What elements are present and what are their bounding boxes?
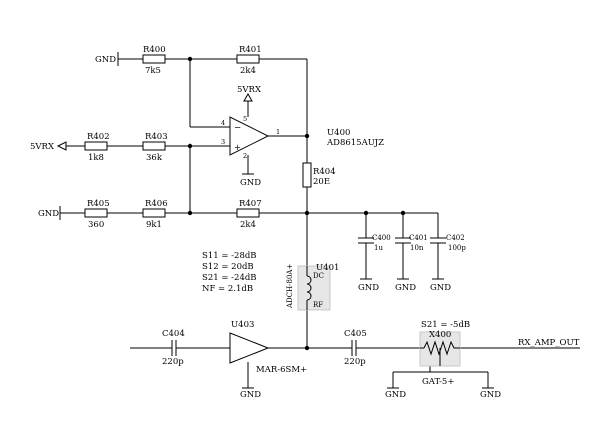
opamp-plus-sign: + [234,143,241,153]
resistor-r406: R406 9k1 [142,199,168,230]
gnd-symbol-c400: GND [358,278,379,293]
gnd-symbol-att-right: GND [480,387,501,400]
gnd-symbol-opamp-label: GND [240,178,261,188]
inductor-coil-icon [306,275,312,301]
attenuator-x400: S21 = -5dB X400 GAT-5+ [419,320,470,387]
capacitor-c402: C402 100p [430,234,466,252]
resistor-r401-ref: R401 [239,45,262,55]
amp-spec-block: S11 = -28dB S12 = 20dB S21 = -24dB NF = … [202,251,257,294]
resistor-r401: R401 2k4 [236,45,262,76]
resistor-r403-value: 36k [146,153,163,163]
resistor-r406-ref: R406 [145,199,168,209]
choke-u401: DC RF U401 ADCH-80A+ [286,263,339,311]
vcc-input-arrow-icon [56,141,67,151]
resistor-r405: R405 360 [84,199,110,230]
opamp-pin-1: 1 [276,128,280,136]
gnd-symbol-att-left-label: GND [385,390,406,400]
gnd-symbol-c400-label: GND [358,283,379,293]
attenuator-part: GAT-5+ [422,377,454,387]
capacitor-c405-ref: C405 [344,329,367,339]
resistor-r403: R403 36k [142,132,168,163]
gnd-symbol-att-right-label: GND [480,390,501,400]
amp-spec-s11: S11 = -28dB [202,251,257,261]
rx-amp-out-label: RX_AMP_OUT [518,338,580,348]
capacitor-c400-value: 1u [374,244,383,252]
opamp-pin-3: 3 [221,138,225,146]
capacitor-c404-ref: C404 [162,329,185,339]
capacitor-c402-value: 100p [448,244,466,252]
gnd-symbol-att-left: GND [385,387,406,400]
amp-spec-nf: NF = 2.1dB [202,284,253,294]
resistor-r407-value: 2k4 [240,220,256,230]
amplifier-part: MAR-6SM+ [256,365,307,375]
resistor-r407: R407 2k4 [236,199,262,230]
wires [59,52,580,388]
opamp-minus-sign: − [234,123,241,133]
attenuator-spec: S21 = -5dB [421,320,470,330]
gnd-symbol-c401-label: GND [395,283,416,293]
resistor-r404-ref: R404 [313,167,336,177]
resistor-r400-ref: R400 [143,45,166,55]
resistor-r402: R402 1k8 [84,132,110,163]
opamp-part: AD8615AUJZ [326,138,384,148]
choke-pin-rf: RF [313,301,323,309]
resistor-r400-value: 7k5 [145,66,161,76]
capacitor-c400: C400 1u [358,234,391,252]
capacitor-c401: C401 10n [395,234,428,252]
gnd-symbol-mar6: GND [240,387,261,400]
vcc-supply-arrow-icon [243,92,253,102]
attenuator-ref: X400 [429,330,451,340]
gnd-symbol-c402: GND [430,278,451,293]
resistor-r404-value: 20E [313,177,330,187]
gnd-label-left: GND [38,209,59,219]
junction-dots [187,56,406,351]
opamp-ref: U400 [327,128,350,138]
resistor-r400: R400 7k5 [142,45,166,76]
capacitor-c405-value: 220p [344,357,366,367]
amp-spec-s12: S12 = 20dB [202,262,254,272]
capacitor-c405: C405 220p [344,329,367,367]
resistor-r404: R404 20E [302,162,336,188]
choke-pin-dc: DC [313,272,324,280]
opamp-u400: − + 4 3 1 5 2 U400 AD8615AUJZ [221,115,384,160]
resistor-r402-value: 1k8 [88,153,104,163]
gnd-symbol-c402-label: GND [430,283,451,293]
gnd-symbol-c401: GND [395,278,416,293]
capacitor-c404-value: 220p [162,357,184,367]
resistor-r405-ref: R405 [87,199,110,209]
choke-ref: U401 [316,263,339,273]
resistor-r407-ref: R407 [239,199,262,209]
capacitor-c404: C404 220p [162,329,185,367]
gnd-symbol-mar6-label: GND [240,390,261,400]
vcc-label-left: 5VRX [30,142,55,152]
resistor-r406-value: 9k1 [146,220,162,230]
resistor-r405-value: 360 [88,220,104,230]
opamp-pin-5: 5 [243,115,247,123]
attenuator-resistor-icon [423,340,456,356]
amplifier-ref: U403 [231,320,254,330]
capacitor-c401-value: 10n [410,244,424,252]
capacitor-c400-ref: C400 [372,234,391,242]
resistor-r402-ref: R402 [87,132,110,142]
gnd-label-top: GND [95,55,116,65]
resistor-r401-value: 2k4 [240,66,256,76]
capacitor-c401-ref: C401 [409,234,428,242]
resistor-r403-ref: R403 [145,132,168,142]
gnd-symbol-opamp: GND [240,173,261,188]
vcc-label-top: 5VRX [237,85,262,95]
opamp-pin-4: 4 [221,119,225,127]
opamp-pin-2: 2 [243,152,247,160]
capacitor-c402-ref: C402 [446,234,465,242]
choke-part: ADCH-80A+ [286,264,294,309]
amplifier-u403: U403 MAR-6SM+ [229,320,307,375]
amp-spec-s21: S21 = -24dB [202,273,257,283]
